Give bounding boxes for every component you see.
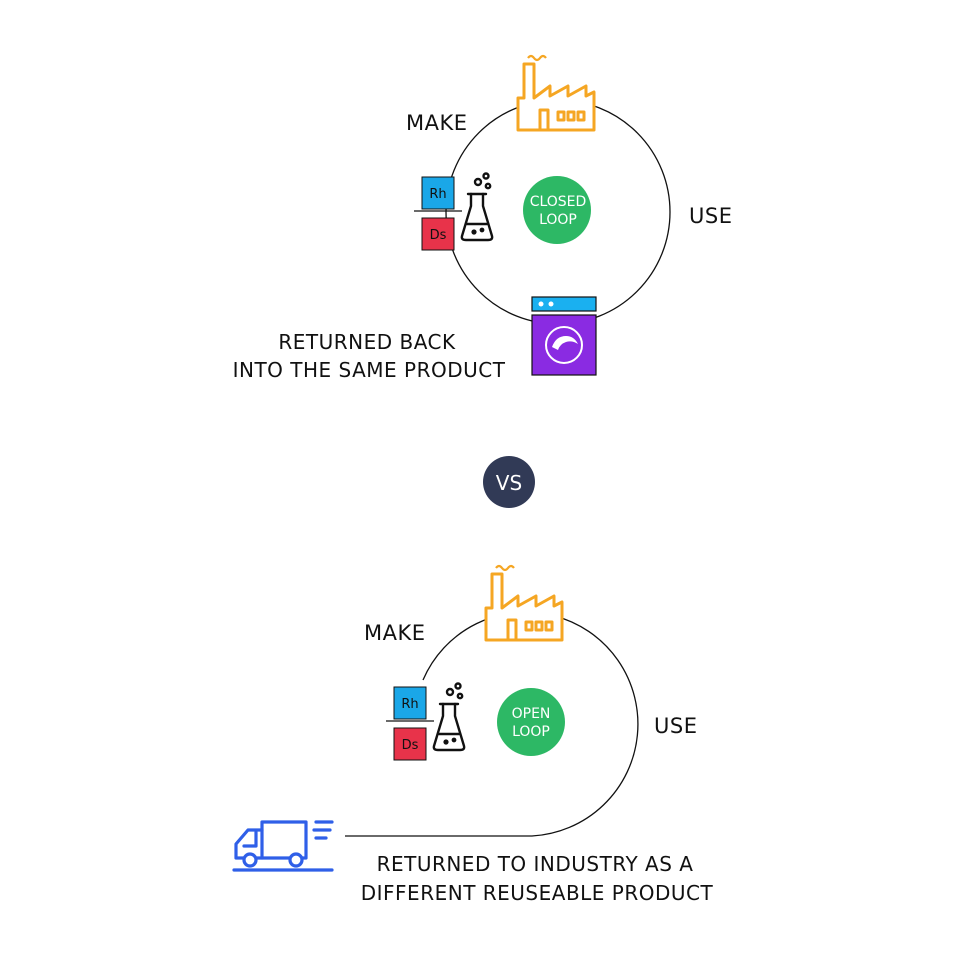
open-caption-line2: DIFFERENT REUSEABLE PRODUCT [361,881,714,905]
open-loop-badge-line1: OPEN [512,706,551,722]
rh-element-box [393,686,427,720]
open-loop-section: Rh Ds OPEN LOOP [232,564,714,905]
open-caption-line1: RETURNED TO INDUSTRY AS A [377,852,694,876]
closed-caption-line1: RETURNED BACK [278,330,456,354]
open-loop-path [345,611,639,837]
flask-icon [432,682,466,752]
closed-loop-badge-line2: LOOP [539,212,577,228]
rh-element-label: Rh [401,697,418,712]
closed-use-label: USE [689,204,732,228]
rh-element-box [421,176,455,210]
flask-icon [460,172,494,242]
factory-icon [516,54,596,132]
closed-loop-section: Rh Ds CLOSED LOOP MAKE USE [233,54,732,382]
ds-element-label: Ds [402,738,419,753]
washing-machine-icon [531,296,597,376]
closed-caption-line2: INTO THE SAME PRODUCT [233,358,506,382]
vs-label: VS [496,471,522,495]
ds-element-box [393,727,427,761]
closed-make-label: MAKE [406,111,468,135]
open-use-label: USE [654,714,697,738]
closed-loop-badge-line1: CLOSED [530,194,587,210]
open-make-label: MAKE [364,621,426,645]
delivery-truck-icon [232,820,334,872]
rh-element-label: Rh [429,187,446,202]
factory-icon [484,564,564,642]
open-loop-badge [497,688,565,756]
ds-element-box [421,217,455,251]
ds-element-label: Ds [430,228,447,243]
closed-loop-badge [523,176,591,244]
vs-badge: VS [483,456,535,508]
open-loop-badge-line2: LOOP [512,724,550,740]
